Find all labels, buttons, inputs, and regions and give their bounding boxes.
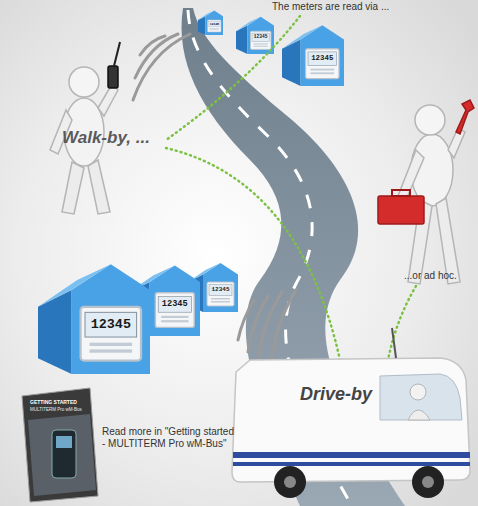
- method-label: Drive-by: [300, 384, 372, 405]
- method-label: Walk-by, ...: [62, 128, 150, 148]
- meter-reading: 12345: [211, 287, 229, 293]
- cover-title: GETTING STARTED: [30, 400, 77, 406]
- van: [232, 328, 470, 498]
- houses-top: [198, 11, 344, 87]
- leader-lines: [166, 16, 416, 360]
- meter-reading: 12345: [91, 318, 131, 331]
- meter-reading: 12345: [162, 300, 188, 309]
- cover-subtitle: MULTITERM Pro wM-Bus: [30, 407, 82, 412]
- repair-figure: [378, 100, 474, 284]
- meter-reading: 12345: [254, 35, 268, 40]
- method-label: ...or ad hoc.: [404, 270, 457, 282]
- booklet: [22, 388, 98, 502]
- meter-reading: 12345: [210, 23, 219, 26]
- meter-reading: 12345: [311, 55, 333, 62]
- reference-note: Read more in "Getting started - MULTITER…: [102, 426, 234, 449]
- houses-bottom: [38, 263, 238, 374]
- heading-note: The meters are read via ...: [272, 1, 389, 13]
